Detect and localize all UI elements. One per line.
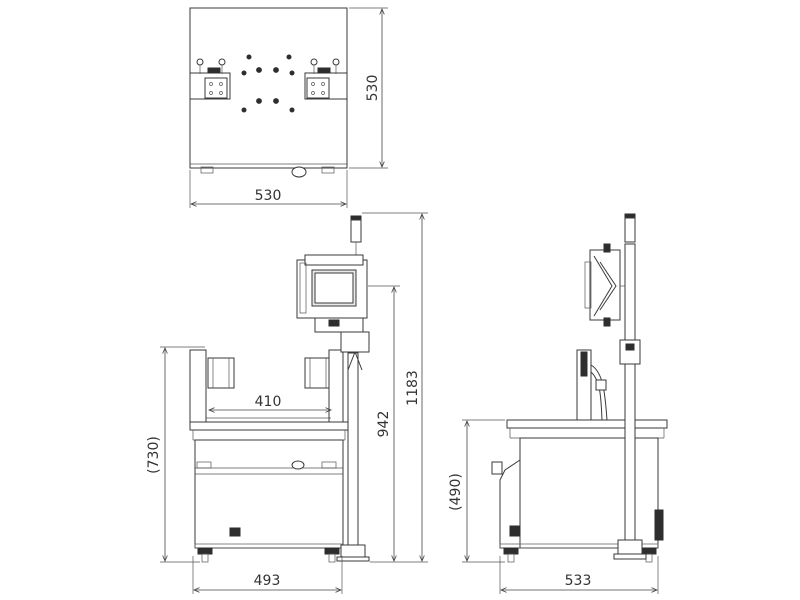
- left-clamp: [189, 58, 231, 100]
- front-view: 410 (730) 942 1183 493: [146, 212, 428, 594]
- right-clamp: [304, 58, 348, 100]
- mounting-holes: [241, 54, 295, 113]
- side-view: (490) 533: [448, 213, 668, 594]
- dim-front-inner-width: 410: [255, 394, 282, 410]
- dim-side-height-base: (490): [448, 473, 464, 511]
- dim-top-width: 530: [255, 188, 282, 204]
- dim-front-height-table: (730): [146, 436, 162, 474]
- dim-front-height-panel: 942: [376, 411, 392, 438]
- top-view: 530 530: [189, 7, 388, 208]
- dim-front-base-width: 493: [254, 573, 281, 589]
- dim-front-height-total: 1183: [405, 370, 421, 406]
- side-monitor: [584, 243, 625, 327]
- dim-side-base-width: 533: [565, 573, 592, 589]
- dim-top-depth: 530: [365, 75, 381, 102]
